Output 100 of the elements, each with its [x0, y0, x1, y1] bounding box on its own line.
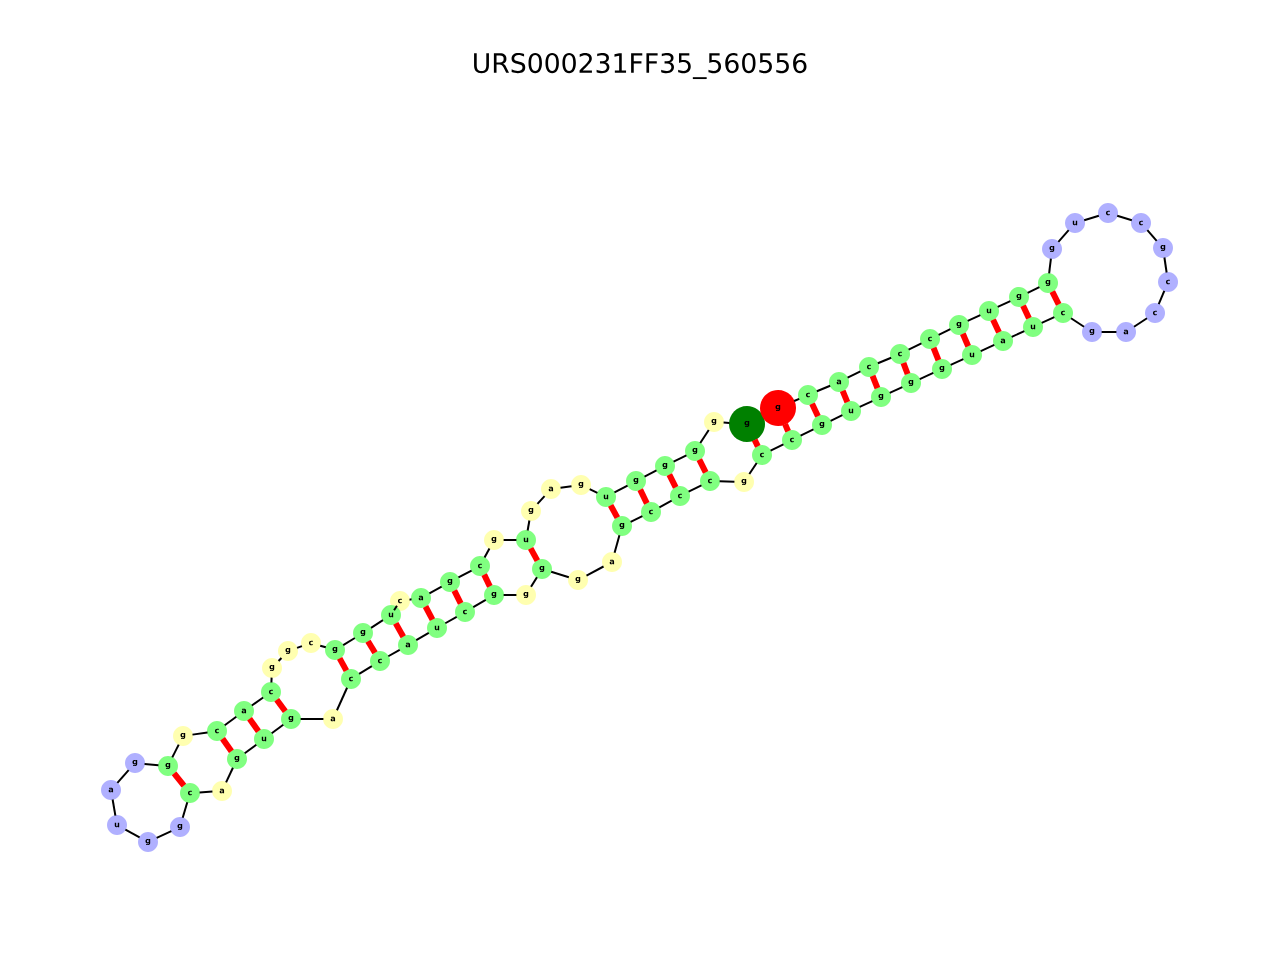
backbone-line: [979, 343, 996, 353]
backbone-line: [1100, 331, 1118, 333]
base-pair-line: [637, 488, 650, 505]
backbone-line: [1010, 330, 1026, 338]
backbone-line: [502, 539, 518, 541]
base-pair-line: [900, 361, 911, 376]
backbone-line: [550, 570, 570, 579]
backbone-line: [277, 657, 283, 662]
backbone-line: [181, 801, 189, 819]
backbone-line: [672, 454, 688, 463]
backbone-line: [526, 519, 531, 532]
base-pair-line: [782, 422, 791, 433]
base-pair-line: [422, 605, 436, 621]
backbone-line: [793, 397, 801, 402]
base-pair-line: [809, 402, 821, 418]
backbone-line: [918, 371, 935, 381]
backbone-line: [559, 485, 573, 489]
backbone-line: [699, 429, 710, 444]
base-pair-line: [930, 346, 942, 362]
base-pair-line: [337, 656, 349, 673]
backbone-line: [335, 686, 349, 712]
backbone-line: [1146, 229, 1158, 242]
backbone-line: [408, 598, 413, 601]
base-pair-line: [751, 438, 761, 448]
backbone-line: [250, 696, 265, 707]
base-pair-line: [839, 389, 851, 404]
backbone-line: [1133, 317, 1148, 328]
backbone-line: [444, 615, 458, 625]
backbone-line: [888, 386, 904, 394]
backbone-line: [658, 499, 673, 509]
backbone-line: [907, 342, 923, 351]
backbone-line: [393, 604, 398, 612]
backbone-line: [846, 370, 862, 379]
backbone-line: [1083, 214, 1100, 222]
backbone-line: [1163, 256, 1168, 274]
backbone-line: [613, 534, 621, 554]
base-pair-line: [481, 573, 493, 588]
backbone-line: [111, 798, 117, 817]
backbone-line: [342, 637, 356, 646]
backbone-line: [457, 569, 473, 579]
backbone-line: [829, 414, 844, 422]
backbone-line: [1026, 286, 1041, 294]
backbone-line: [643, 469, 658, 478]
backbone-line: [1048, 257, 1052, 275]
backbone-line: [949, 358, 965, 366]
backbone-line: [748, 462, 758, 475]
backbone-line: [270, 676, 273, 684]
backbone-line: [296, 645, 303, 649]
backbone-line: [428, 585, 443, 595]
backbone-line: [718, 480, 736, 483]
base-pair-line: [1049, 290, 1062, 306]
backbone-line: [191, 731, 209, 736]
backbone-line: [370, 619, 384, 629]
backbone-line: [858, 400, 874, 408]
backbone-line: [155, 830, 173, 839]
backbone-line: [223, 715, 238, 727]
backbone-line: [143, 762, 160, 767]
backbone-line: [1040, 316, 1056, 324]
base-pair-line: [220, 737, 234, 753]
base-pair-line: [171, 771, 187, 788]
base-pair-line: [274, 697, 288, 714]
base-pair-line: [247, 717, 261, 733]
backbone-line: [243, 743, 258, 755]
base-pair-line: [1020, 304, 1032, 320]
backbone-line: [815, 384, 832, 393]
backbone-line: [116, 769, 130, 784]
base-pair-line: [528, 546, 540, 563]
backbone-line: [387, 648, 401, 658]
backbone-line: [722, 421, 731, 424]
backbone-line: [585, 565, 605, 577]
backbone-line: [530, 576, 538, 588]
base-pair-line: [960, 332, 971, 348]
backbone-line: [876, 356, 893, 365]
backbone-line: [937, 328, 952, 336]
backbone-line: [299, 718, 325, 720]
backbone-line: [536, 495, 546, 505]
base-pair-line: [393, 621, 406, 639]
base-pair-line: [869, 374, 881, 390]
backbone-line: [483, 547, 491, 559]
backbone-line: [358, 665, 373, 675]
base-pair-line: [451, 589, 464, 605]
base-pair-line: [365, 639, 378, 655]
backbone-line: [966, 314, 982, 322]
backbone-line: [996, 300, 1012, 308]
backbone-line: [225, 766, 234, 784]
backbone-line: [415, 631, 430, 642]
backbone-line: [613, 484, 629, 494]
backbone-line: [629, 515, 644, 523]
base-pair-line: [608, 503, 620, 520]
backbone-line: [799, 428, 815, 437]
backbone-line: [270, 723, 285, 735]
backbone-line: [319, 644, 327, 649]
backbone-line: [198, 790, 214, 794]
title: URS000231FF35_560556: [474, 52, 807, 80]
backbone-line: [502, 594, 518, 596]
backbone-line: [1157, 289, 1166, 306]
backbone-line: [588, 488, 599, 494]
base-pair-line: [990, 318, 1002, 334]
backbone-line: [1116, 214, 1133, 222]
base-pair-line: [666, 473, 679, 489]
